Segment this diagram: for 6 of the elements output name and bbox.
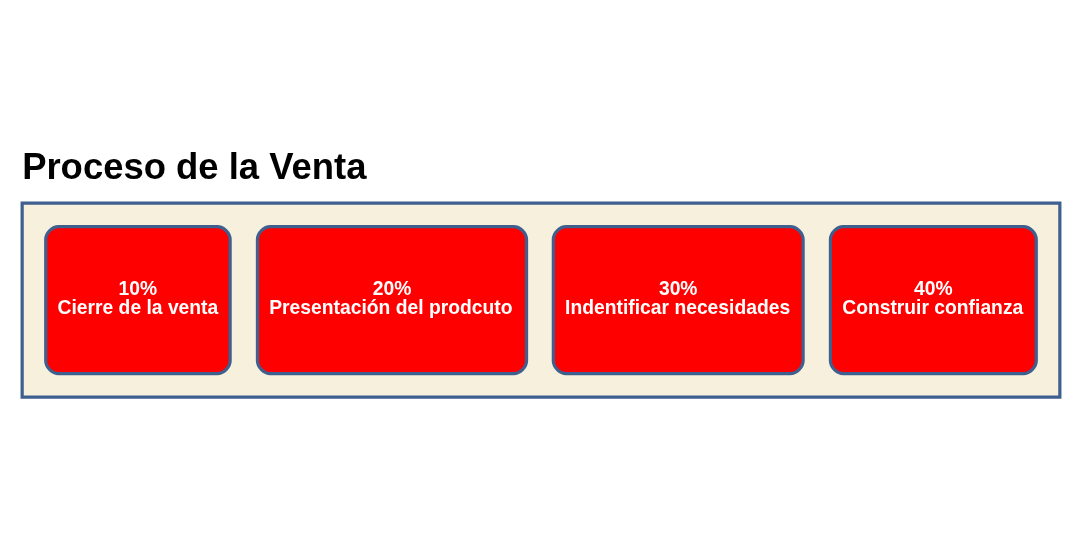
- node-box: 40% Construir confianza: [828, 225, 1038, 376]
- cluster: [20, 201, 1062, 399]
- node-box: 10% Cierre de la venta: [44, 225, 232, 376]
- node-box: 20% Presentación del prodcuto: [255, 225, 529, 376]
- node-box: 30% Indentificar necesidades: [551, 225, 805, 376]
- diagram-title: Proceso de la Venta: [22, 145, 367, 187]
